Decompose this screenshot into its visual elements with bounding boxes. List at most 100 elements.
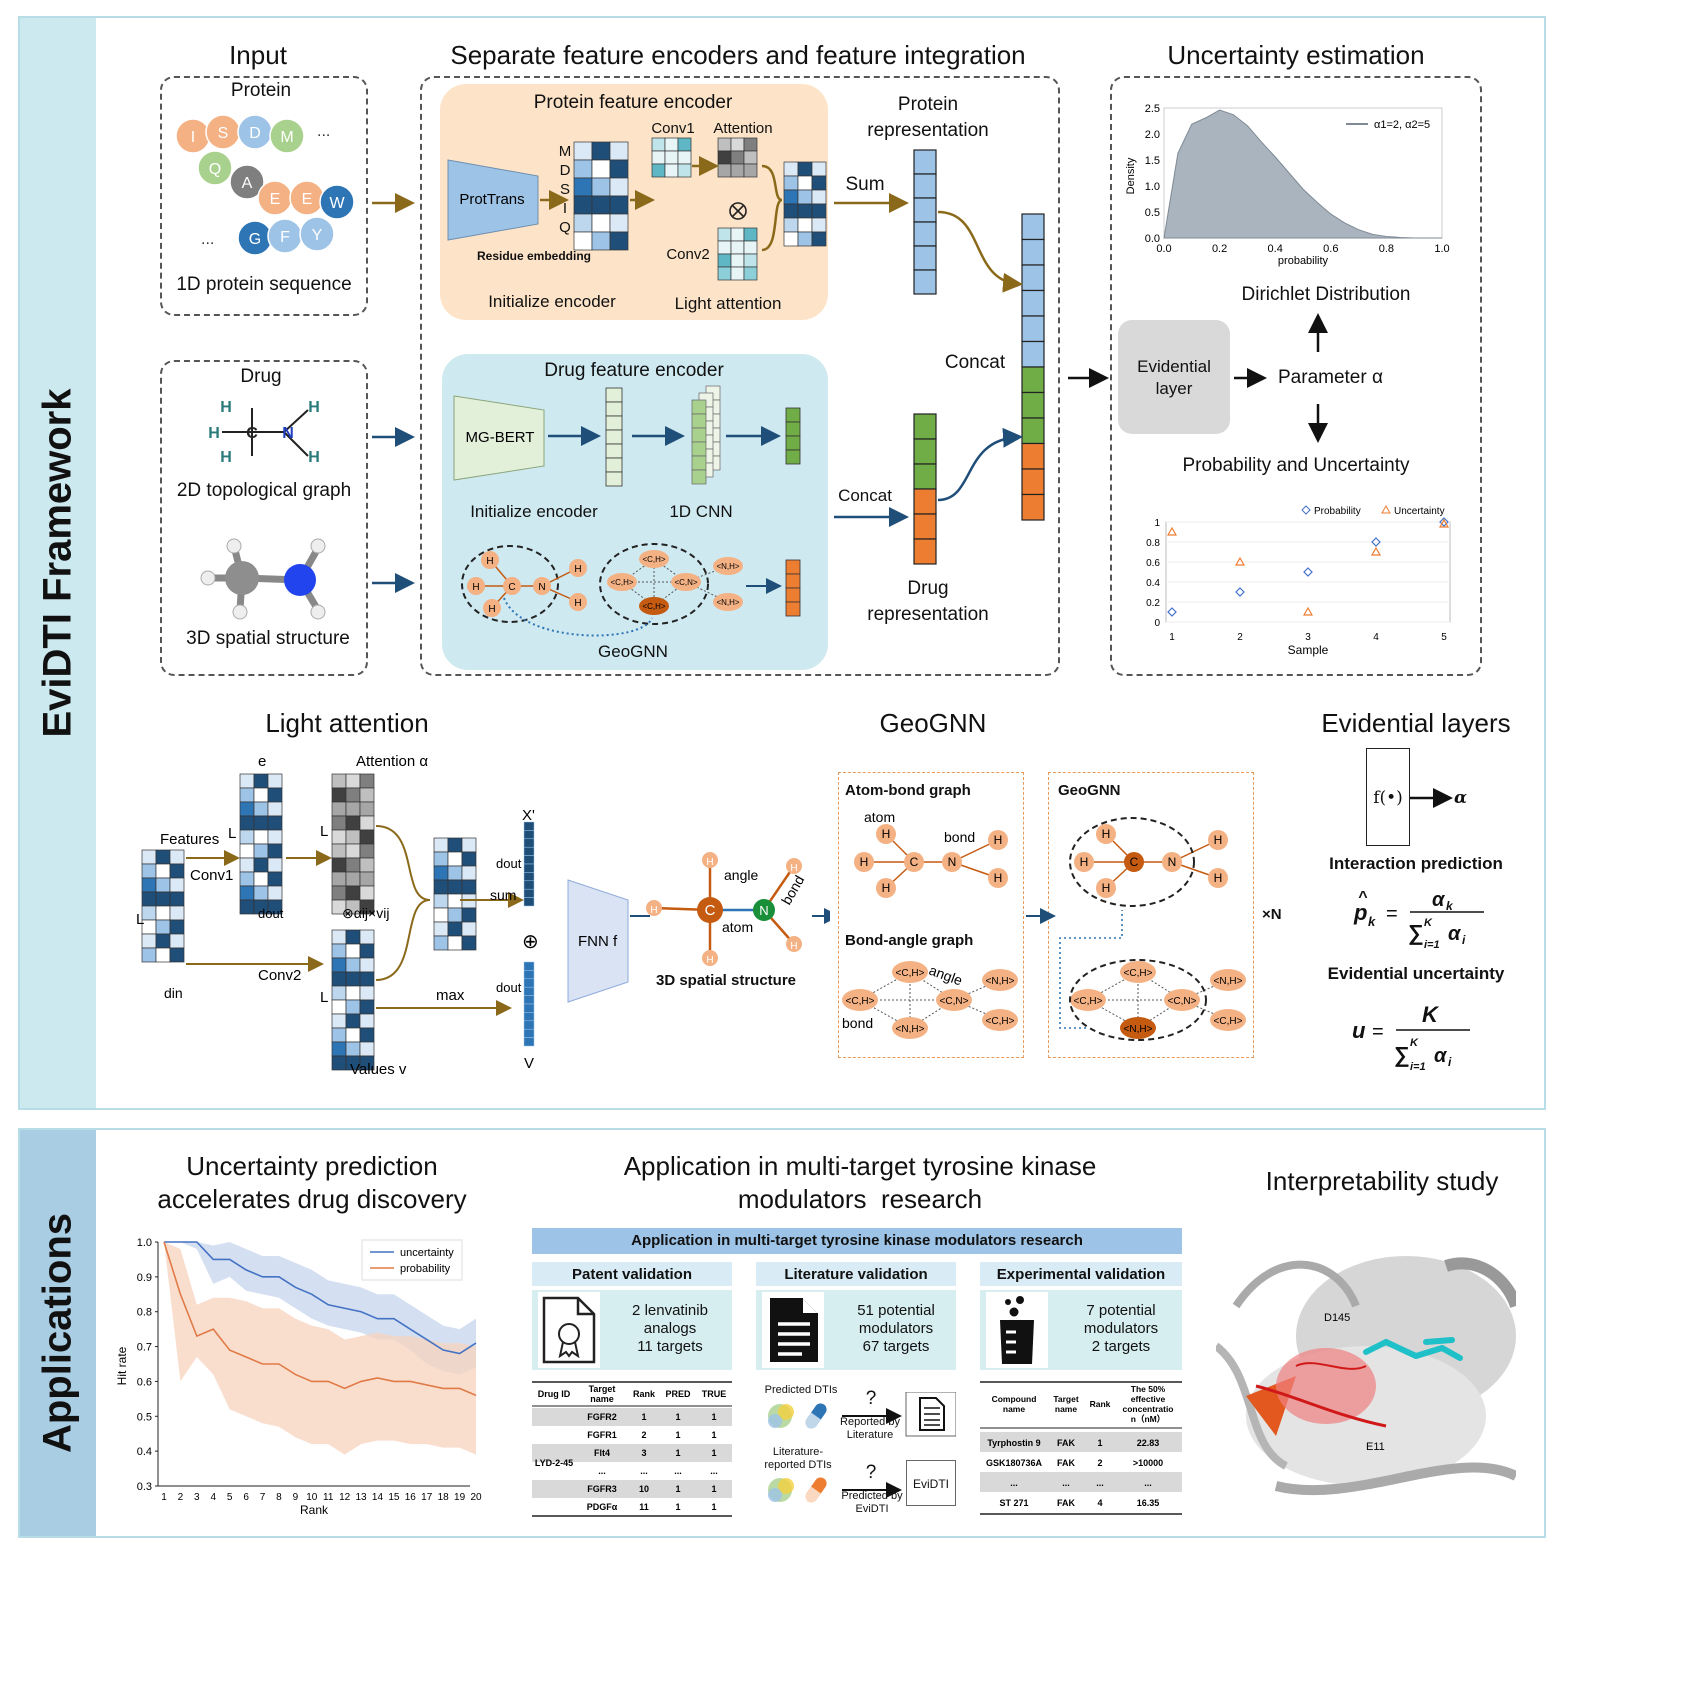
graph-atom	[904, 852, 924, 872]
geo3d-atom	[786, 936, 802, 952]
atom-node	[467, 577, 485, 595]
drug-rep-cell	[913, 413, 937, 440]
protein-blob	[768, 1488, 782, 1502]
bond-angle-node-label: <C,N>	[940, 996, 969, 1007]
geo3d-atom	[702, 852, 718, 868]
e-matrix-cell	[239, 815, 255, 831]
graph-atom	[988, 868, 1008, 888]
protein-blob	[778, 1404, 794, 1420]
patent-header-cell: PRED	[665, 1389, 691, 1399]
graph-atom-label: H	[1080, 855, 1089, 869]
exp-cell: GSK180736A	[986, 1458, 1043, 1468]
probability-line	[163, 1241, 477, 1397]
exp-row-bg	[980, 1432, 1182, 1452]
values-matrix-cell	[359, 929, 375, 945]
concat-rep-cell	[1021, 493, 1045, 521]
e-matrix-cell	[239, 843, 255, 859]
patent-row-bg	[532, 1462, 732, 1480]
v-cell	[523, 1012, 535, 1022]
svg-text:H: H	[220, 449, 232, 466]
sum-matrix-cell	[447, 935, 463, 951]
patent-row-bg	[532, 1444, 732, 1462]
graph-atom-label: H	[882, 827, 891, 841]
svg-text:K: K	[1410, 1037, 1419, 1049]
patent-cell: FGFR1	[587, 1430, 617, 1440]
literature-title: Literature validation	[784, 1266, 928, 1283]
protein-input-box	[160, 76, 368, 316]
bond-angle-node-label: <N,H>	[1214, 976, 1243, 987]
patent-title: Patent validation	[571, 1266, 693, 1283]
hit-xtick: 17	[421, 1492, 433, 1503]
la-merge	[375, 825, 431, 981]
bond-angle-node-label: <C,H>	[846, 996, 875, 1007]
atom-node	[569, 559, 587, 577]
v-cell	[523, 986, 535, 996]
features-matrix-cell	[155, 947, 171, 963]
geognn-ellipse-bottom	[1069, 959, 1207, 1041]
exp-cell: >10000	[1133, 1458, 1163, 1468]
svg-text:α: α	[1448, 923, 1462, 945]
concat-rep-cell	[1021, 468, 1045, 496]
beta-ytick: 2.5	[1145, 103, 1160, 115]
probability-point	[1439, 517, 1449, 527]
bond-angle-node-label: <N,H>	[1124, 1024, 1153, 1035]
geognn-output-cell	[785, 601, 801, 617]
e-matrix-cell	[239, 857, 255, 873]
scatter-ytick: 0	[1154, 618, 1160, 629]
sum-matrix-cell	[447, 879, 463, 895]
v-cell	[523, 961, 535, 971]
hit-xtick: 14	[372, 1492, 384, 1503]
bond-node	[713, 557, 743, 575]
exp-cell: 16.35	[1137, 1498, 1160, 1508]
e-matrix-cell	[239, 801, 255, 817]
features-matrix-cell	[141, 947, 157, 963]
sum-matrix-cell	[433, 865, 449, 881]
patent-row-bg	[532, 1498, 732, 1516]
x-prime-cell	[523, 830, 535, 840]
residue-d145-label: D145	[1324, 1312, 1350, 1324]
bond-node-label: <C,H>	[610, 578, 633, 587]
attention-alpha-matrix-cell	[359, 871, 375, 887]
exp-header-cell: Target	[1053, 1394, 1079, 1404]
graph-atom-label: N	[1168, 855, 1177, 869]
hit-xtick: 12	[339, 1492, 351, 1503]
exp-header-cell: effective	[1131, 1394, 1166, 1404]
e-matrix-cell	[239, 899, 255, 915]
attention-alpha-matrix-cell	[331, 815, 347, 831]
features-matrix-cell	[169, 863, 185, 879]
seq-letter-0: M	[558, 143, 572, 160]
light-attention-title: Light attention	[265, 708, 429, 738]
lit-reported-label: Literature- reported DTIs	[764, 1446, 832, 1471]
features-matrix-cell	[155, 877, 171, 893]
light-attention-label: Light attention	[674, 294, 782, 313]
la-label: dout	[496, 856, 522, 871]
attention-alpha-matrix-cell	[345, 857, 361, 873]
features-matrix-cell	[169, 891, 185, 907]
alpha-label: α	[1454, 788, 1468, 808]
geo3d-atom-label: H	[790, 941, 797, 952]
la-label: ⊕	[522, 931, 539, 953]
v-cell	[523, 1037, 535, 1047]
bond-angle-node	[842, 989, 878, 1011]
attention-alpha-matrix-cell	[331, 857, 347, 873]
la-label: Attention α	[356, 753, 428, 770]
attention-alpha-matrix-cell	[331, 843, 347, 859]
sum-matrix-cell	[447, 851, 463, 867]
e-matrix-cell	[253, 787, 269, 803]
hit-ytick: 0.3	[137, 1481, 152, 1493]
conv2-label: Conv2	[666, 246, 710, 263]
encoders-box	[420, 76, 1060, 676]
geo3d-atom	[786, 858, 802, 874]
2d-graph-label: 2D topological graph	[176, 480, 352, 501]
patent-row-bg	[532, 1426, 732, 1444]
probability-point	[1167, 607, 1177, 617]
atom-node-label: H	[574, 598, 581, 609]
residue-letter-5: A	[242, 175, 253, 192]
concat-rep-cell	[1021, 264, 1045, 292]
features-matrix-cell	[141, 933, 157, 949]
features-matrix-cell	[155, 891, 171, 907]
protein-sequence-label: 1D protein sequence	[176, 274, 352, 295]
hit-xlabel: Rank	[300, 1503, 329, 1517]
la-label: L	[136, 911, 144, 928]
hit-xtick: 11	[323, 1492, 334, 1503]
